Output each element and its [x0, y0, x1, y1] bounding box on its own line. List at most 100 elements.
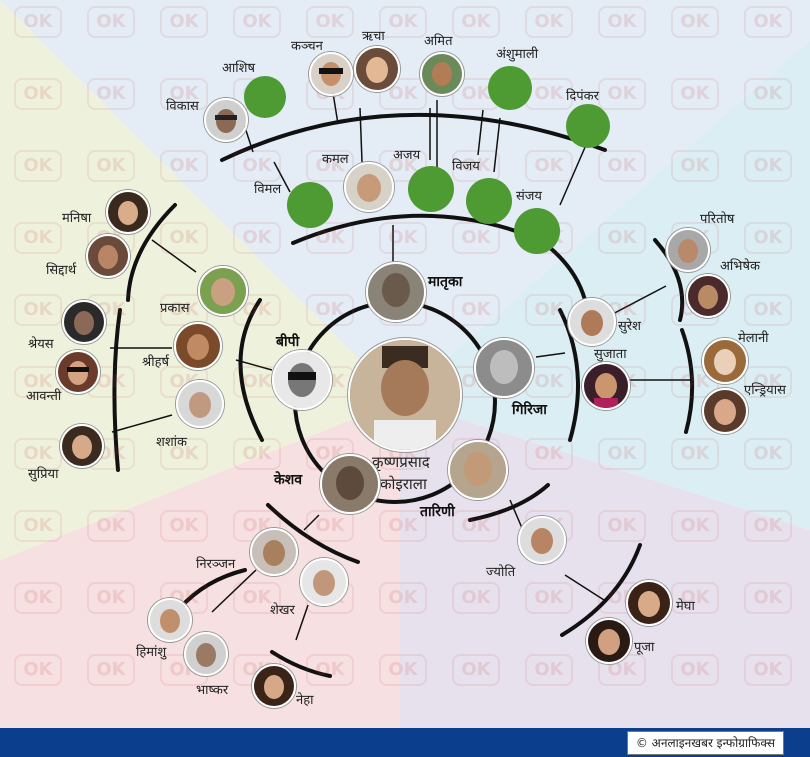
watermark-logo: OK: [671, 6, 719, 38]
bp-sub-arc-2: [112, 308, 122, 472]
niranjan-photo: [250, 528, 298, 576]
watermark-logo: OK: [671, 150, 719, 182]
abhishek-label: अभिषेक: [720, 259, 760, 274]
watermark-logo: OK: [306, 654, 354, 686]
vikas-photo: [204, 98, 248, 142]
watermark-logo: OK: [233, 222, 281, 254]
watermark-logo: OK: [306, 6, 354, 38]
shashank-photo: [176, 380, 224, 428]
watermark-logo: OK: [14, 654, 62, 686]
kamal-label: कमल: [322, 152, 349, 167]
vikas-label: विकास: [166, 99, 199, 114]
bp-label: बीपी: [276, 334, 300, 350]
watermark-logo: OK: [452, 510, 500, 542]
avanti-photo: [56, 350, 100, 394]
watermark-logo: OK: [744, 294, 792, 326]
supriya-label: सुप्रिया: [28, 467, 59, 482]
watermark-logo: OK: [160, 510, 208, 542]
puja-photo: [586, 618, 632, 664]
watermark-logo: OK: [160, 150, 208, 182]
watermark-logo: OK: [233, 150, 281, 182]
neha-photo: [252, 664, 296, 708]
jyoti-label: ज्योति: [486, 565, 516, 580]
shekhar-photo: [300, 558, 348, 606]
puja-label: पूजा: [634, 640, 655, 655]
watermark-logo: OK: [525, 582, 573, 614]
shashank-label: शशांक: [156, 435, 188, 450]
watermark-logo: OK: [452, 582, 500, 614]
ajay-node: [408, 166, 454, 212]
watermark-logo: OK: [306, 510, 354, 542]
watermark-logo: OK: [671, 510, 719, 542]
footer-bar: © अनलाइनखबर इन्फोग्राफिक्स: [0, 728, 810, 757]
watermark-logo: OK: [671, 654, 719, 686]
manisha-photo: [106, 190, 150, 234]
dipankar-label: दिपंकर: [566, 89, 599, 104]
vijay-label: विजय: [452, 159, 480, 174]
sector-bottom-left: [0, 400, 400, 728]
watermark-logo: OK: [671, 582, 719, 614]
watermark-logo: OK: [525, 150, 573, 182]
watermark-logo: OK: [525, 654, 573, 686]
paritosh-label: परितोष: [700, 212, 735, 227]
tarini-photo: [448, 440, 508, 500]
root-name-line1: कृष्णप्रसाद: [372, 453, 430, 471]
megha-label: मेघा: [676, 599, 695, 614]
watermark-logo: OK: [160, 6, 208, 38]
sector-top: [0, 0, 810, 400]
melani-label: मेलानी: [738, 331, 769, 346]
bp-arc: [238, 298, 264, 442]
sanjay-node: [514, 208, 560, 254]
richa-photo: [354, 46, 400, 92]
abhishek-photo: [686, 274, 730, 318]
ashish-node: [244, 76, 286, 118]
watermark-logo: OK: [14, 222, 62, 254]
anshumali-label: अंशुमाली: [496, 47, 539, 62]
watermark-logo: OK: [379, 582, 427, 614]
watermark-logo: OK: [452, 6, 500, 38]
sujata-photo: [582, 362, 630, 410]
himanshu-label: हिमांशु: [136, 645, 167, 660]
root-name-line2: कोइराला: [380, 475, 427, 493]
watermark-logo: OK: [598, 6, 646, 38]
watermark-logo: OK: [14, 150, 62, 182]
watermark-logo: OK: [379, 78, 427, 110]
paritosh-photo: [666, 228, 710, 272]
watermark-logo: OK: [233, 582, 281, 614]
watermark-logo: OK: [306, 222, 354, 254]
bhaskar-photo: [184, 632, 228, 676]
amit-label: अमित: [424, 34, 453, 49]
watermark-logo: OK: [379, 6, 427, 38]
watermark-logo: OK: [379, 510, 427, 542]
watermark-logo: OK: [87, 654, 135, 686]
watermark-logo: OK: [160, 222, 208, 254]
girija-photo: [474, 338, 534, 398]
watermark-logo: OK: [452, 294, 500, 326]
bp-photo: [272, 350, 332, 410]
watermark-logo: OK: [452, 654, 500, 686]
kanchan-label: कञ्चन: [291, 39, 323, 54]
shriharsha-photo: [174, 322, 222, 370]
siddhartha-label: सिद्दार्थ: [46, 263, 77, 278]
matrika-photo: [366, 262, 426, 322]
tree-lines: [112, 112, 695, 678]
watermark-logo: OK: [744, 654, 792, 686]
credit-box: © अनलाइनखबर इन्फोग्राफिक्स: [626, 731, 784, 755]
prakash-label: प्रकास: [160, 301, 190, 316]
andriyas-photo: [702, 388, 748, 434]
watermark-logo: OK: [598, 438, 646, 470]
top-outer-arc: [220, 112, 607, 162]
shreyas-label: श्रेयस: [28, 337, 54, 352]
himanshu-photo: [148, 598, 192, 642]
sujata-label: सुजाता: [594, 347, 627, 362]
jyoti-photo: [518, 516, 566, 564]
megha-photo: [626, 580, 672, 626]
watermark-logo: OK: [87, 78, 135, 110]
credit-text: अनलाइनखबर इन्फोग्राफिक्स: [651, 736, 775, 750]
shriharsha-label: श्रीहर्ष: [142, 355, 169, 370]
watermark-logo: OK: [160, 438, 208, 470]
suresh-photo: [568, 298, 616, 346]
watermark-logo: OK: [233, 6, 281, 38]
root-photo: [348, 338, 462, 452]
watermark-logo: OK: [379, 654, 427, 686]
